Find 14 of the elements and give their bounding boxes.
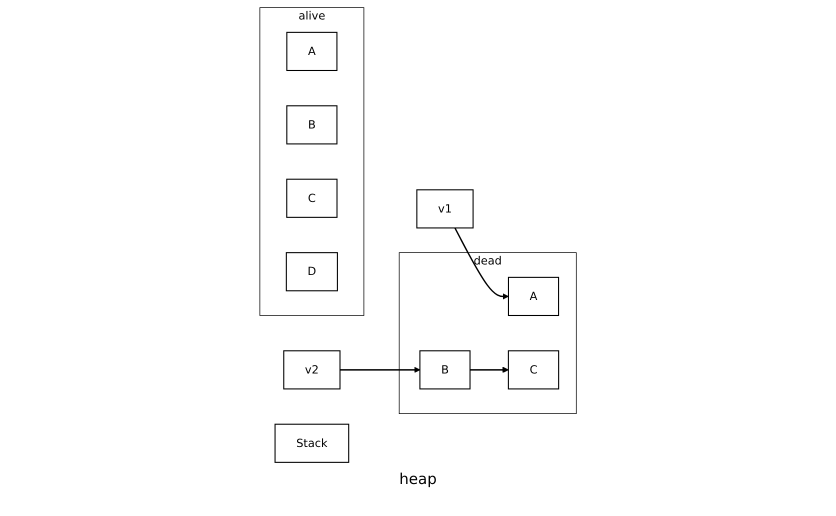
node-box: v2 xyxy=(283,350,340,390)
node-box: A xyxy=(508,276,560,316)
node-box: D xyxy=(286,252,338,292)
node-box: C xyxy=(286,178,338,218)
node-box: Stack xyxy=(274,424,350,463)
node-box: C xyxy=(508,350,560,390)
node-box: B xyxy=(419,350,470,390)
node-box: v1 xyxy=(416,189,474,228)
arrow xyxy=(470,366,509,373)
region-label: heap xyxy=(399,470,437,488)
node-box: B xyxy=(286,105,338,144)
arrow xyxy=(454,228,509,300)
node-box: A xyxy=(286,32,338,72)
arrow xyxy=(340,366,420,373)
